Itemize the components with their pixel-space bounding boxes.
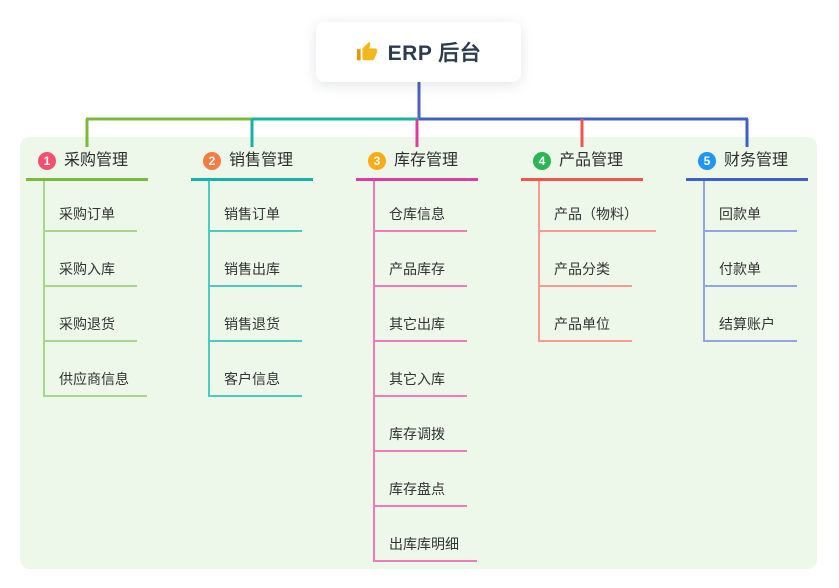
node-item[interactable]: 销售退货 xyxy=(210,287,302,342)
branch-index-badge: 2 xyxy=(203,152,221,170)
branch-sales: 2 销售管理 销售订单 销售出库 销售退货 客户信息 xyxy=(191,146,313,397)
node-item[interactable]: 其它入库 xyxy=(375,342,467,397)
branch-items-product: 产品（物料） 产品分类 产品单位 xyxy=(538,181,656,342)
branch-label: 财务管理 xyxy=(724,152,789,169)
node-item[interactable]: 仓库信息 xyxy=(375,181,467,232)
root-label: ERP 后台 xyxy=(387,42,482,65)
branch-label: 库存管理 xyxy=(394,152,459,169)
branch-label: 采购管理 xyxy=(64,152,129,169)
branch-index-badge: 3 xyxy=(368,152,386,170)
branch-header-product[interactable]: 4 产品管理 xyxy=(521,146,643,181)
branch-label: 销售管理 xyxy=(229,152,294,169)
node-item[interactable]: 销售订单 xyxy=(210,181,302,232)
node-item[interactable]: 出库库明细 xyxy=(375,507,477,562)
node-item[interactable]: 客户信息 xyxy=(210,342,302,397)
node-item[interactable]: 其它出库 xyxy=(375,287,467,342)
branch-product: 4 产品管理 产品（物料） 产品分类 产品单位 xyxy=(521,146,656,342)
node-item[interactable]: 结算账户 xyxy=(705,287,797,342)
node-item[interactable]: 供应商信息 xyxy=(45,342,147,397)
branch-header-inventory[interactable]: 3 库存管理 xyxy=(356,146,478,181)
node-item[interactable]: 库存调拨 xyxy=(375,397,467,452)
node-item[interactable]: 销售出库 xyxy=(210,232,302,287)
branch-header-finance[interactable]: 5 财务管理 xyxy=(686,146,808,181)
node-item[interactable]: 产品（物料） xyxy=(540,181,656,232)
node-item[interactable]: 采购入库 xyxy=(45,232,137,287)
node-item[interactable]: 产品单位 xyxy=(540,287,632,342)
root-node[interactable]: ERP 后台 xyxy=(316,22,521,82)
branch-items-sales: 销售订单 销售出库 销售退货 客户信息 xyxy=(208,181,302,397)
branch-index-badge: 5 xyxy=(698,152,716,170)
branch-items-purchase: 采购订单 采购入库 采购退货 供应商信息 xyxy=(43,181,147,397)
node-item[interactable]: 产品分类 xyxy=(540,232,632,287)
branch-index-badge: 1 xyxy=(38,152,56,170)
branch-finance: 5 财务管理 回款单 付款单 结算账户 xyxy=(686,146,808,342)
branch-items-finance: 回款单 付款单 结算账户 xyxy=(703,181,797,342)
branches-panel xyxy=(20,137,817,569)
branch-label: 产品管理 xyxy=(559,152,624,169)
branch-items-inventory: 仓库信息 产品库存 其它出库 其它入库 库存调拨 库存盘点 出库库明细 xyxy=(373,181,477,562)
node-item[interactable]: 付款单 xyxy=(705,232,797,287)
branch-header-sales[interactable]: 2 销售管理 xyxy=(191,146,313,181)
branch-index-badge: 4 xyxy=(533,152,551,170)
branch-header-purchase[interactable]: 1 采购管理 xyxy=(26,146,148,181)
node-item[interactable]: 采购订单 xyxy=(45,181,137,232)
branch-purchase: 1 采购管理 采购订单 采购入库 采购退货 供应商信息 xyxy=(26,146,148,397)
branch-inventory: 3 库存管理 仓库信息 产品库存 其它出库 其它入库 库存调拨 库存盘点 出库库… xyxy=(356,146,478,562)
thumbs-up-icon xyxy=(356,41,378,63)
node-item[interactable]: 产品库存 xyxy=(375,232,467,287)
node-item[interactable]: 库存盘点 xyxy=(375,452,467,507)
node-item[interactable]: 采购退货 xyxy=(45,287,137,342)
node-item[interactable]: 回款单 xyxy=(705,181,797,232)
